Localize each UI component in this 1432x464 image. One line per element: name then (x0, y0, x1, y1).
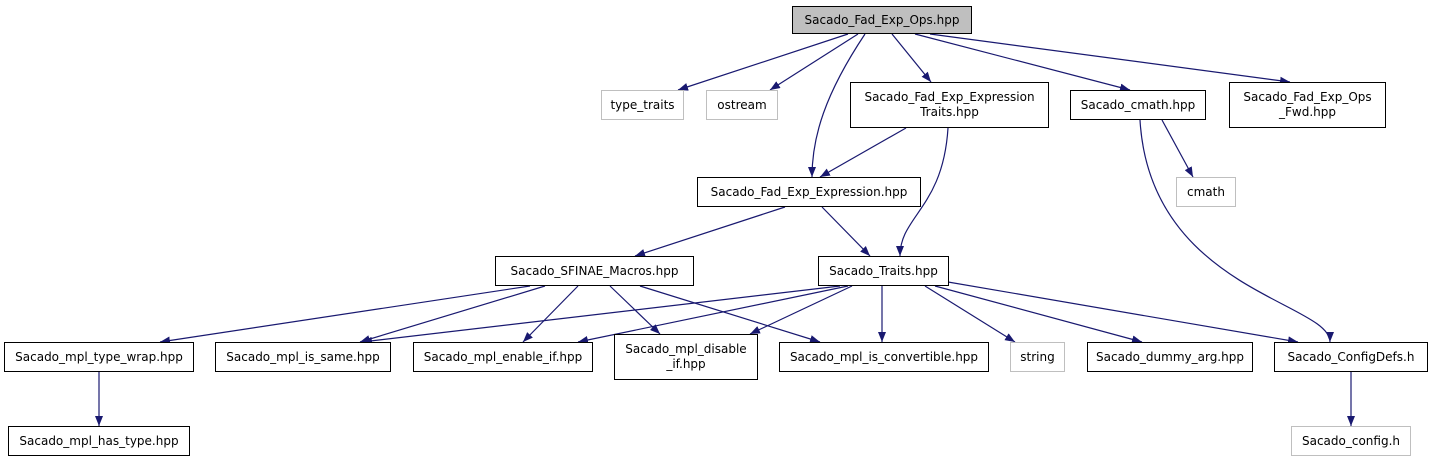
edge-exprtraits-to-traits (896, 127, 949, 257)
edge-ops-to-expression (808, 33, 866, 178)
edge-sfinae-to-typewrap (159, 285, 531, 345)
node-sacado-fad-exp-ops: Sacado_Fad_Exp_Ops.hpp (792, 6, 972, 34)
node-sacado-configdefs[interactable]: Sacado_ConfigDefs.h (1274, 342, 1428, 372)
node-cmath: cmath (1176, 177, 1236, 207)
node-type-traits: type_traits (601, 90, 684, 120)
edge-cmath_hpp-to-cmath (1161, 119, 1194, 178)
edge-exprtraits-to-expression (819, 127, 907, 178)
node-sacado-fad-exp-ops-fwd[interactable]: Sacado_Fad_Exp_Ops _Fwd.hpp (1229, 82, 1386, 128)
node-sacado-config: Sacado_config.h (1291, 426, 1411, 456)
node-sacado-fad-exp-expression[interactable]: Sacado_Fad_Exp_Expression.hpp (697, 177, 921, 207)
edge-traits-to-issame (361, 285, 841, 345)
node-string: string (1010, 342, 1065, 372)
node-sacado-sfinae-macros[interactable]: Sacado_SFINAE_Macros.hpp (495, 256, 694, 286)
node-sacado-mpl-has-type[interactable]: Sacado_mpl_has_type.hpp (8, 426, 190, 456)
node-sacado-dummy-arg[interactable]: Sacado_dummy_arg.hpp (1087, 342, 1253, 372)
edge-cmath_hpp-to-configdefs (1139, 119, 1334, 343)
edge-traits-to-configdefs (947, 281, 1299, 345)
edge-sfinae-to-isconv (639, 285, 821, 343)
node-sacado-cmath[interactable]: Sacado_cmath.hpp (1070, 90, 1206, 120)
edge-expression-to-sfinae (634, 206, 786, 257)
edge-traits-to-dummyarg (934, 285, 1143, 344)
edge-sfinae-to-issame (359, 285, 546, 343)
edge-ops-to-cmath_hpp (914, 33, 1131, 92)
node-sacado-mpl-is-same[interactable]: Sacado_mpl_is_same.hpp (215, 342, 391, 372)
edge-ops-to-exprtraits (891, 33, 932, 83)
node-sacado-mpl-is-convertible[interactable]: Sacado_mpl_is_convertible.hpp (779, 342, 989, 372)
edge-traits-to-disableif (749, 285, 853, 335)
node-sacado-mpl-disable-if[interactable]: Sacado_mpl_disable _if.hpp (614, 334, 758, 380)
edge-ops-to-ops_fwd (929, 33, 1291, 85)
edge-traits-to-string (924, 285, 1016, 343)
edge-sfinae-to-enableif (522, 285, 579, 343)
node-ostream: ostream (706, 90, 778, 120)
edge-ops-to-ostream (769, 33, 859, 91)
node-sacado-fad-exp-expression-traits[interactable]: Sacado_Fad_Exp_Expression Traits.hpp (850, 82, 1049, 128)
edge-traits-to-enableif (577, 285, 849, 344)
node-sacado-mpl-type-wrap[interactable]: Sacado_mpl_type_wrap.hpp (4, 342, 194, 372)
edge-expression-to-traits (821, 206, 871, 257)
edge-ops-to-type_traits (677, 33, 849, 91)
node-sacado-mpl-enable-if[interactable]: Sacado_mpl_enable_if.hpp (413, 342, 593, 372)
node-sacado-traits[interactable]: Sacado_Traits.hpp (818, 256, 949, 286)
